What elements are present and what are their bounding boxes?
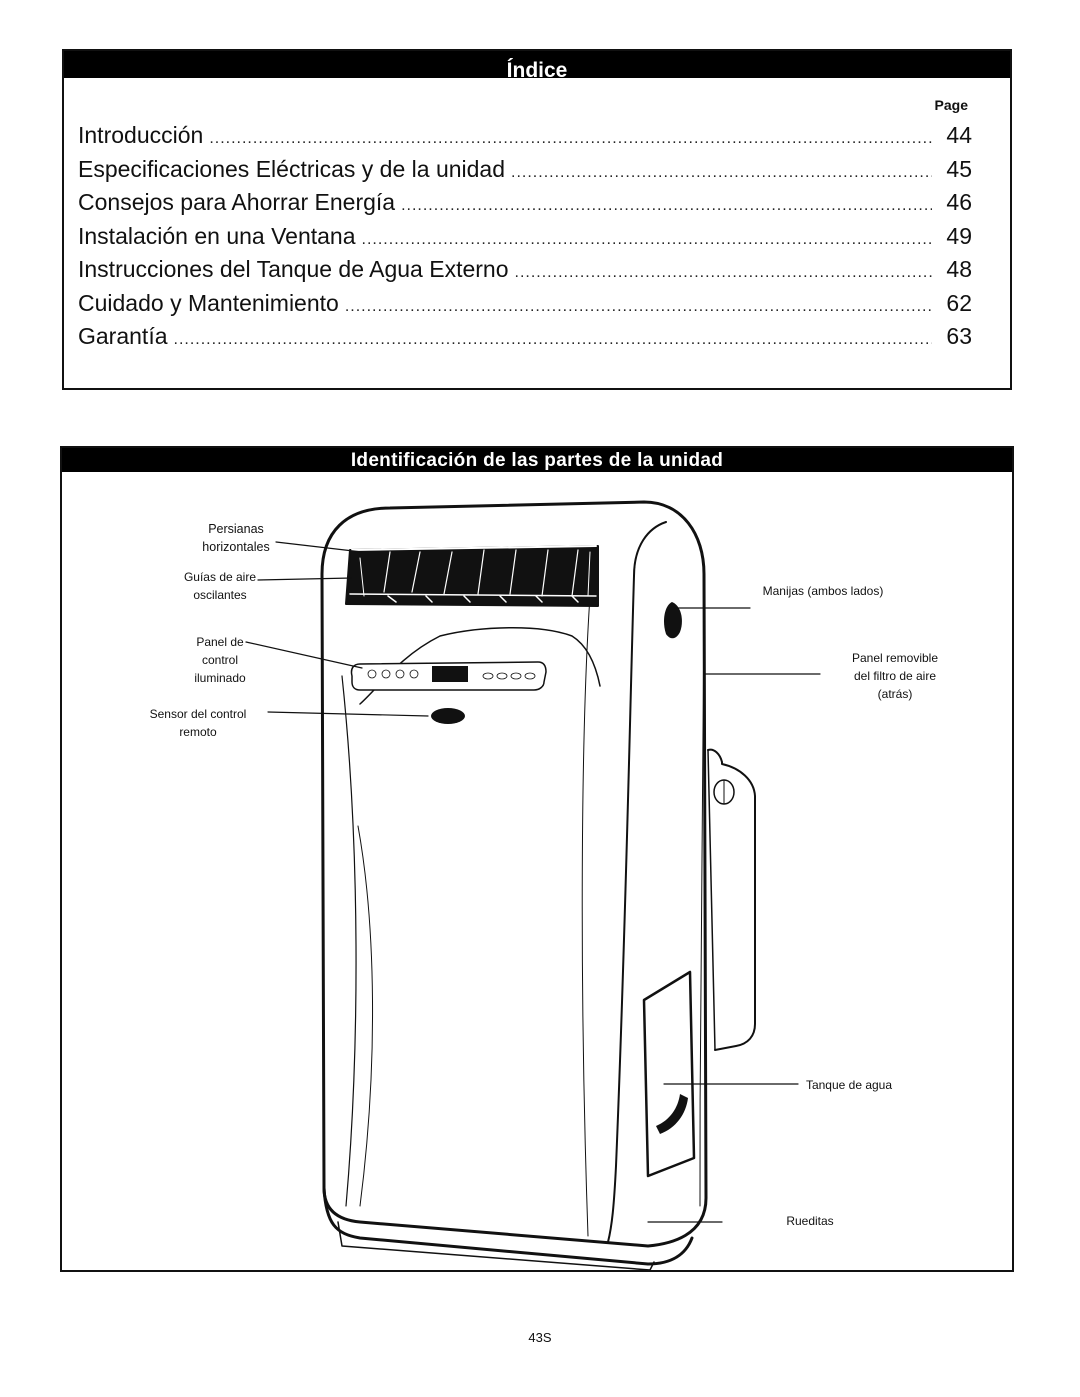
label-line: (atrás): [877, 687, 913, 701]
toc-leader: ........................................…: [209, 130, 932, 147]
toc-entry-title: Introducción: [78, 122, 204, 148]
water-tank-door-drawing: [642, 970, 696, 1178]
toc-entry[interactable]: Especificaciones Eléctricas y de la unid…: [78, 152, 972, 186]
toc-entry-page: 49: [946, 223, 972, 249]
label-line: del filtro de aire: [853, 669, 937, 683]
label-filtro: Panel removible del filtro de aire (atrá…: [830, 649, 960, 703]
toc-entry[interactable]: Consejos para Ahorrar Energía ..........…: [78, 185, 972, 219]
toc-leader: ........................................…: [511, 164, 932, 181]
page-number: 43S: [528, 1330, 552, 1345]
toc-entry-title: Especificaciones Eléctricas y de la unid…: [78, 156, 506, 182]
toc-entry-title: Garantía: [78, 323, 168, 349]
toc-leader: ........................................…: [401, 197, 932, 214]
label-sensor: Sensor del control remoto: [134, 705, 262, 741]
remote-sensor-drawing: [431, 708, 465, 724]
callout-lines: [245, 541, 821, 1223]
label-rueditas: Rueditas: [786, 1214, 834, 1228]
toc-entry[interactable]: Instalación en una Ventana .............…: [78, 219, 972, 253]
parts-diagram: Persianas horizontales Guías de aire osc…: [60, 446, 1014, 1272]
toc-entry-page: 44: [946, 122, 972, 148]
label-line: Panel de: [196, 635, 244, 649]
toc-box: Índice Page Introducción ...............…: [62, 49, 1012, 390]
toc-entry-page: 63: [946, 323, 972, 349]
label-line: Panel removible: [851, 651, 939, 665]
label-guias: Guías de aire oscilantes: [170, 568, 270, 604]
toc-leader: ........................................…: [344, 298, 932, 315]
toc-entry-title: Instalación en una Ventana: [78, 223, 356, 249]
toc-leader: ........................................…: [514, 264, 933, 281]
toc-entry-page: 46: [946, 189, 972, 215]
parts-header: Identificación de las partes de la unida…: [62, 448, 1012, 472]
toc-entry-title: Consejos para Ahorrar Energía: [78, 189, 396, 215]
label-line: Sensor del control: [149, 707, 247, 721]
label-line: oscilantes: [193, 588, 247, 602]
label-line: horizontales: [202, 540, 270, 554]
toc-entry[interactable]: Garantía ...............................…: [78, 319, 972, 353]
label-panel: Panel de control iluminado: [180, 633, 260, 687]
toc-entry[interactable]: Introducción ...........................…: [78, 118, 972, 152]
label-line: control: [201, 653, 239, 667]
toc-entry-title: Cuidado y Mantenimiento: [78, 290, 339, 316]
label-persianas: Persianas horizontales: [180, 520, 292, 556]
label-manijas: Manijas (ambos lados): [762, 584, 884, 598]
toc-entry-page: 48: [946, 256, 972, 282]
toc-leader: ........................................…: [361, 231, 932, 248]
label-line: Persianas: [208, 522, 264, 536]
label-line: iluminado: [194, 671, 246, 685]
toc-header: Índice: [64, 51, 1010, 78]
air-louvers-drawing: [345, 545, 599, 607]
label-line: Guías de aire: [183, 570, 257, 584]
toc-entry[interactable]: Cuidado y Mantenimiento ................…: [78, 286, 972, 320]
label-tanque: Tanque de agua: [805, 1078, 893, 1092]
toc-leader: ........................................…: [173, 331, 933, 348]
handle-drawing: [664, 602, 682, 639]
toc-page-label: Page: [934, 97, 968, 113]
control-panel-drawing: [350, 661, 547, 691]
toc-entry-page: 45: [946, 156, 972, 182]
toc-entry-page: 62: [946, 290, 972, 316]
toc-entry-title: Instrucciones del Tanque de Agua Externo: [78, 256, 509, 282]
toc-entry[interactable]: Instrucciones del Tanque de Agua Externo…: [78, 252, 972, 286]
air-conditioner-illustration: [245, 500, 821, 1271]
water-tank-side-drawing: [707, 748, 756, 1051]
label-line: remoto: [179, 725, 217, 739]
